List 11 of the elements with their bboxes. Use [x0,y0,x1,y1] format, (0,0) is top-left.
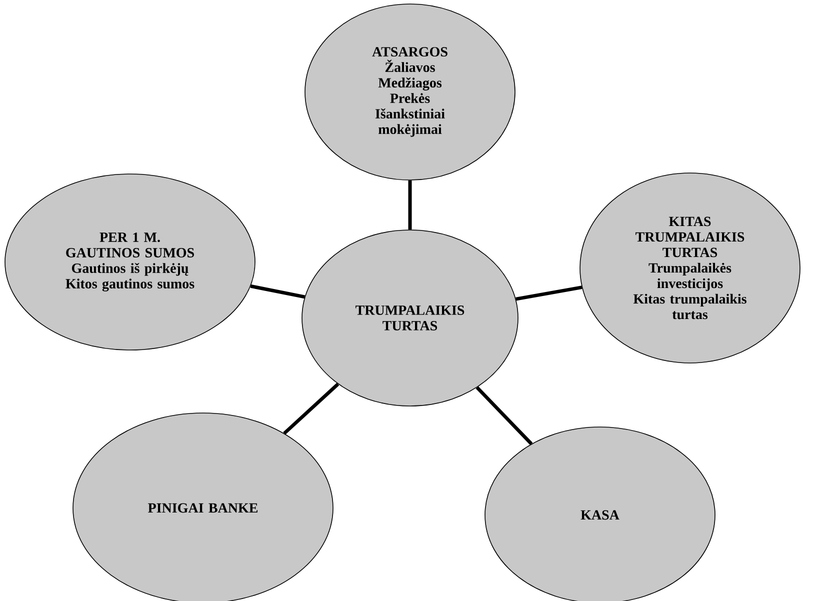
connector-line [408,180,412,230]
connector-line [516,286,582,301]
connector-line [250,284,306,299]
ellipse-node: PER 1 M. GAUTINOS SUMOS Gautinos iš pirkėjų Kitos gautinos sumos [4,174,256,350]
connector-line [476,386,533,446]
ellipse-node: KITAS TRUMPALAIKIS TURTAS Trumpalaikės investicijos Kitas trumpalaikis turtas [580,172,800,364]
connector-line [283,382,340,435]
ellipse-node: ATSARGOS Žaliavos Medžiagos Prekės Išankstiniai mokėjimai [304,4,516,180]
ellipse-node: TRUMPALAIKIS TURTAS [302,230,518,406]
ellipse-node: KASA [484,426,716,601]
ellipse-node: PINIGAI BANKE [72,412,334,601]
